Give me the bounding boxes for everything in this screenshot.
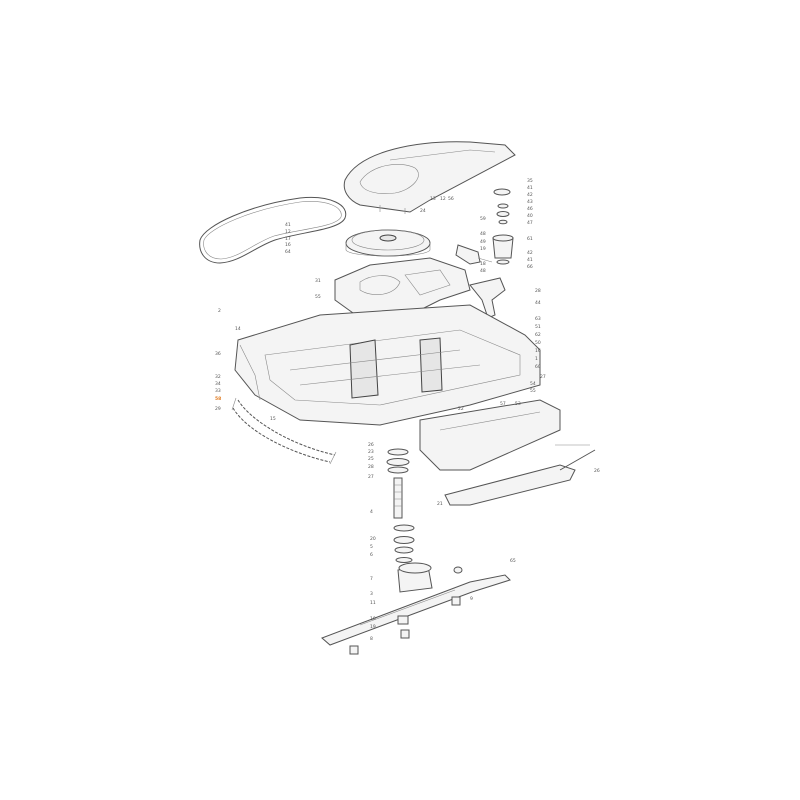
callout-label: 50 xyxy=(535,340,541,346)
callout-label: 22 xyxy=(458,406,464,412)
callout-label: 35 xyxy=(527,178,533,184)
drive-belt xyxy=(199,196,347,264)
callout-label: 41 xyxy=(527,257,533,263)
callout-label: 60 xyxy=(535,364,541,370)
callout-label: 41 xyxy=(527,185,533,191)
callout-label: 56 xyxy=(448,196,454,202)
belt-cover xyxy=(343,141,516,214)
callout-label: 19 xyxy=(480,246,486,252)
callout-label: 62 xyxy=(535,332,541,338)
callout-label: 51 xyxy=(535,324,541,330)
callout-label: 36 xyxy=(215,351,221,357)
callout-label: 58 xyxy=(215,396,221,402)
right-spindle-parts xyxy=(455,188,514,319)
callout-label: 57 xyxy=(500,401,506,407)
callout-label: 18 xyxy=(480,261,486,267)
callout-label: 42 xyxy=(527,192,533,198)
callout-label: 63 xyxy=(535,316,541,322)
callout-label: 53 xyxy=(515,401,521,407)
callout-label: 41 xyxy=(285,222,291,228)
callout-label: 21 xyxy=(437,501,443,507)
pulley xyxy=(345,229,431,257)
callouts: 3541424346404761424166442863516250161602… xyxy=(215,178,600,642)
callout-label: 19 xyxy=(370,624,376,630)
callout-label: 49 xyxy=(480,239,486,245)
deck-top-cover xyxy=(334,257,471,321)
callout-label: 61 xyxy=(527,236,533,242)
callout-label: 65 xyxy=(510,558,516,564)
callout-label: 55 xyxy=(315,294,321,300)
callout-label: 12 xyxy=(440,196,446,202)
callout-label: 23 xyxy=(368,449,374,455)
callout-label: 48 xyxy=(480,268,486,274)
center-spindle xyxy=(386,448,433,593)
callout-label: 17 xyxy=(285,236,291,242)
blade xyxy=(321,566,511,655)
callout-label: 16 xyxy=(535,348,541,354)
callout-label: 46 xyxy=(527,206,533,212)
callout-label: 11 xyxy=(370,600,376,606)
callout-label: 7 xyxy=(370,576,373,582)
callout-label: 4 xyxy=(370,509,373,515)
callout-label: 29 xyxy=(215,406,221,412)
callout-label: 66 xyxy=(527,264,533,270)
callout-label: 54 xyxy=(530,381,536,387)
callout-label: 13 xyxy=(430,196,436,202)
callout-label: 26 xyxy=(368,442,374,448)
callout-label: 26 xyxy=(594,468,600,474)
callout-label: 5 xyxy=(370,544,373,550)
callout-label: 6 xyxy=(370,552,373,558)
callout-label: 15 xyxy=(270,416,276,422)
callout-label: 47 xyxy=(527,220,533,226)
chain-guard xyxy=(231,397,337,465)
callout-label: 28 xyxy=(368,464,374,470)
callout-label: 28 xyxy=(535,288,541,294)
callout-label: 59 xyxy=(480,216,486,222)
callout-label: 44 xyxy=(535,300,541,306)
callout-label: 40 xyxy=(527,213,533,219)
callout-label: 42 xyxy=(527,250,533,256)
callout-label: 16 xyxy=(285,242,291,248)
callout-label: 55 xyxy=(530,388,536,394)
side-deflector xyxy=(419,399,596,506)
callout-label: 2 xyxy=(218,308,221,314)
callout-label: 8 xyxy=(370,636,373,642)
callout-label: 1 xyxy=(535,356,538,362)
callout-label: 12 xyxy=(285,229,291,235)
callout-label: 34 xyxy=(215,381,221,387)
callout-label: 27 xyxy=(368,474,374,480)
callout-label: 43 xyxy=(527,199,533,205)
callout-label: 27 xyxy=(540,374,546,380)
callout-label: 48 xyxy=(480,231,486,237)
callout-label: 14 xyxy=(235,326,241,332)
callout-label: 64 xyxy=(285,249,291,255)
callout-label: 3 xyxy=(370,591,373,597)
callout-label: 25 xyxy=(368,456,374,462)
callout-label: 32 xyxy=(215,374,221,380)
callout-label: 33 xyxy=(215,388,221,394)
callout-label: 24 xyxy=(420,208,426,214)
callout-label: 9 xyxy=(470,596,473,602)
callout-label: 31 xyxy=(315,278,321,284)
deck-frame xyxy=(234,304,541,426)
callout-label: 10 xyxy=(370,616,376,622)
callout-label: 20 xyxy=(370,536,376,542)
